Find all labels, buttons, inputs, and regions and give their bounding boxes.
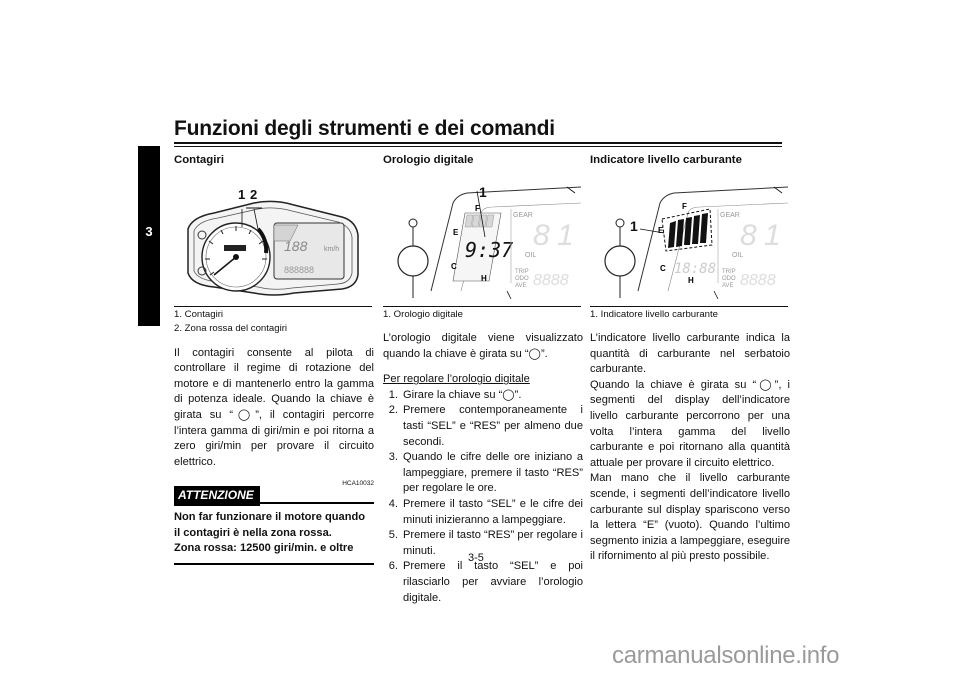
fuel-paragraph-3: Man mano che il livello carburante scend…	[590, 472, 790, 563]
svg-text:1: 1	[764, 219, 781, 252]
svg-text:8: 8	[533, 219, 550, 252]
svg-text:km/h: km/h	[324, 246, 339, 253]
column-clock: Orologio digitale E F C H 9:37 GEAR 8	[383, 153, 583, 606]
svg-text:AVE: AVE	[722, 283, 734, 289]
attention-bottom-rule	[174, 562, 374, 565]
section-heading-fuel: Indicatore livello carburante	[590, 154, 742, 166]
procedure-title: Per regolare l’orologio digitale	[383, 373, 530, 386]
clock-figure: E F C H 9:37 GEAR 8 1 OIL TRIP ODO AVE 8…	[383, 173, 581, 303]
clock-callout: 1	[479, 183, 487, 200]
svg-text:8: 8	[740, 219, 757, 252]
svg-text:ODO: ODO	[722, 276, 736, 282]
procedure-steps: 1. Girare la chiave su “◯”. 2. Premere con…	[383, 388, 583, 606]
tachometer-figure: 188 km/h 888888 1 2	[174, 173, 372, 303]
step-number: 5.	[388, 529, 398, 542]
header-rule-thin	[174, 146, 782, 147]
fuel-paragraph-1: L’indicatore livello carburante indica l…	[590, 332, 790, 376]
svg-text:GEAR: GEAR	[720, 212, 740, 219]
figure-rule	[174, 305, 372, 307]
svg-text:1: 1	[557, 219, 574, 252]
svg-text:F: F	[682, 202, 687, 211]
step-text: Quando le cifre delle ore iniziano a lam…	[403, 451, 583, 495]
chapter-tab	[138, 146, 160, 326]
step-text: Premere il tasto “RES” per regolare i mi…	[403, 529, 583, 557]
clock-digits: 9:37	[465, 238, 513, 262]
svg-text:E: E	[658, 226, 664, 235]
step-number: 6.	[388, 560, 398, 573]
fuel-paragraph-2: Quando la chiave è girata su “◯”, i segm…	[590, 378, 790, 469]
step-item: 1. Girare la chiave su “◯”.	[383, 388, 583, 404]
step-item: 3. Quando le cifre delle ore iniziano a l…	[383, 450, 583, 497]
step-item: 6. Premere il tasto “SEL” e poi rilasciar…	[383, 559, 583, 606]
step-number: 3.	[388, 451, 398, 464]
odo-label: ODO	[515, 276, 529, 282]
svg-text:8888: 8888	[740, 272, 776, 289]
fuel-e-label: E	[453, 228, 459, 237]
chapter-tab-number: 3	[145, 224, 153, 239]
step-item: 4. Premere il tasto “SEL” e le cifre dei …	[383, 497, 583, 528]
fuel-callout: 1	[630, 217, 638, 234]
fuel-meter-figure: E F C H 18:88 GEAR 8 1 OIL TRIP ODO AVE …	[590, 173, 788, 303]
step-number: 1.	[388, 388, 398, 401]
svg-text:C: C	[660, 264, 666, 273]
attention-line-2: Zona rossa: 12500 giri/min. e oltre	[174, 542, 354, 555]
attention-line-1: Non far funzionare il motore quando il c…	[174, 510, 366, 539]
svg-text:8888: 8888	[533, 272, 569, 289]
step-item: 2. Premere contemporaneamente i tasti “SE…	[383, 403, 583, 450]
column-fuel-meter: Indicatore livello carburante E F C H 18…	[590, 153, 790, 565]
figure-caption: 1. Indicatore livello carburante	[590, 308, 718, 320]
callout-1: 1	[238, 186, 246, 202]
step-number: 4.	[388, 498, 398, 511]
clock-description: L’orologio digitale viene visualizzato q…	[383, 332, 583, 360]
section-heading-clock: Orologio digitale	[383, 154, 474, 166]
gear-label: GEAR	[513, 212, 533, 219]
attention-rule	[260, 502, 374, 505]
step-text: Premere contemporaneamente i tasti “SEL”…	[403, 404, 583, 448]
svg-text:TRIP: TRIP	[722, 269, 736, 275]
step-text: Premere il tasto “SEL” e poi rilasciarlo…	[403, 560, 583, 604]
figure-rule	[383, 305, 581, 307]
callout-2: 2	[250, 186, 258, 202]
figure-caption-1: 1. Contagiri	[174, 308, 224, 320]
step-item: 5. Premere il tasto “RES” per regolare i …	[383, 528, 583, 559]
svg-text:888888: 888888	[284, 265, 314, 275]
step-text: Girare la chiave su “◯”.	[403, 388, 522, 401]
ave-label: AVE	[515, 283, 527, 289]
page-number: 3-5	[468, 552, 484, 564]
fuel-meter-description: L’indicatore livello carburante indica l…	[590, 331, 790, 565]
figure-caption: 1. Orologio digitale	[383, 308, 463, 320]
svg-text:H: H	[688, 276, 694, 285]
column-tachometer: Contagiri 188 km/h 888888	[174, 153, 374, 565]
temp-c-label: C	[451, 262, 457, 271]
svg-text:188: 188	[284, 238, 308, 254]
figure-rule	[590, 305, 788, 307]
tachometer-description: Il contagiri consente al pilota di contr…	[174, 346, 374, 468]
attention-label: ATTENZIONE	[174, 486, 260, 506]
attention-box: HCA10032 ATTENZIONE Non far funzionare i…	[174, 480, 374, 565]
trip-label: TRIP	[515, 269, 529, 275]
step-text: Premere il tasto “SEL” e le cifre dei mi…	[403, 498, 583, 526]
figure-caption-2: 2. Zona rossa del contagiri	[174, 323, 288, 335]
attention-code: HCA10032	[342, 480, 374, 488]
attention-text: Non far funzionare il motore quando il c…	[174, 510, 374, 557]
header-rule	[174, 142, 782, 144]
svg-text:OIL: OIL	[732, 252, 743, 259]
page-title: Funzioni degli strumenti e dei comandi	[174, 117, 555, 140]
oil-label: OIL	[525, 252, 536, 259]
svg-text:18:88: 18:88	[674, 261, 716, 277]
fuel-f-label: F	[475, 204, 480, 213]
section-heading-tachometer: Contagiri	[174, 154, 224, 166]
temp-h-label: H	[481, 274, 487, 283]
step-number: 2.	[388, 404, 398, 417]
watermark: carmanualsonline.info	[612, 642, 840, 669]
